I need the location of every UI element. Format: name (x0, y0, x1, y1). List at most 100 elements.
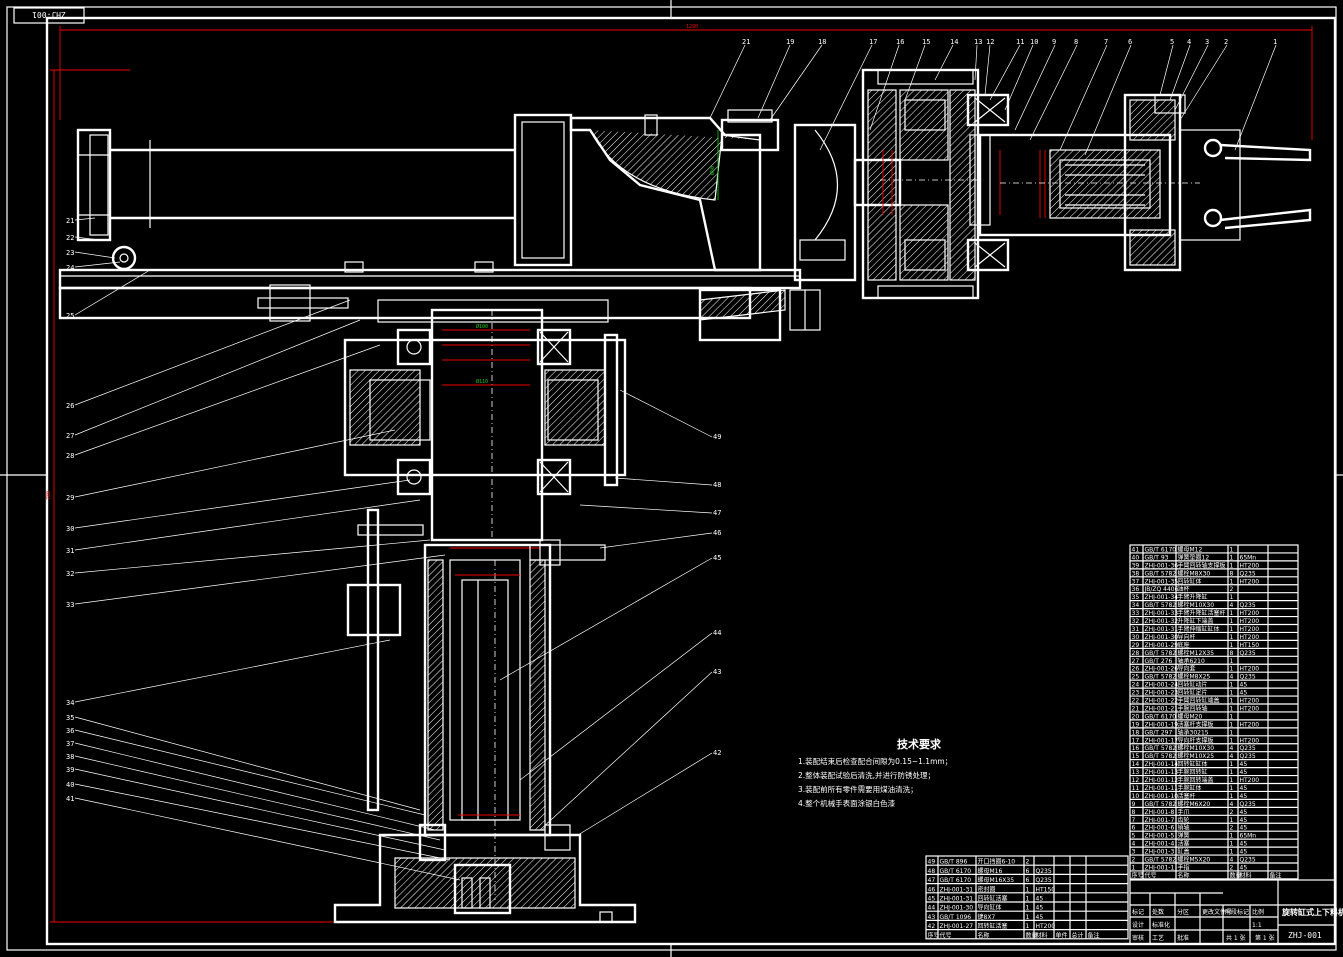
parts-cell: GB/T 5782 (1145, 753, 1177, 760)
balloon: 19 (786, 38, 794, 46)
parts-cell: 45 (1240, 690, 1248, 697)
parts-cell: Q235 (1240, 674, 1256, 681)
parts-cell: ZHJ-001-3 (1145, 849, 1175, 856)
parts-cell: ZHJ-001-17 (1145, 737, 1179, 744)
parts-cell: 43 (928, 914, 936, 921)
parts-cell: ZHJ-001-11 (1145, 785, 1179, 792)
balloon: 37 (66, 740, 74, 748)
parts-cell: 2 (1132, 857, 1136, 864)
balloon: 41 (66, 795, 74, 803)
balloon: 47 (713, 509, 721, 517)
parts-cell: 弹簧 (1178, 832, 1190, 840)
balloon: 22 (66, 234, 74, 242)
parts-cell: ZHJ-001-32 (1145, 618, 1179, 625)
balloon: 31 (66, 547, 74, 555)
parts-cell: 45 (1240, 825, 1248, 832)
parts-cell: ZHJ-001-10 (1145, 793, 1179, 800)
parts-cell: 1 (1230, 634, 1234, 641)
parts-cell: 32 (1132, 618, 1140, 625)
svg-text:分区: 分区 (1177, 908, 1189, 916)
parts-cell: 导向杆 (1178, 633, 1196, 641)
parts-cell: ZHJ-001-31 (1145, 626, 1179, 633)
parts-cell: 45 (1240, 864, 1248, 871)
parts-cell: 15 (1132, 753, 1140, 760)
balloon: 16 (896, 38, 904, 46)
parts-cell: 螺栓M10X30 (1178, 601, 1215, 609)
balloon: 39 (66, 766, 74, 774)
parts-cell: 密封圈 (978, 885, 996, 893)
parts-cell: 33 (1132, 610, 1140, 617)
parts-cell: 手指 (1178, 863, 1190, 871)
balloon: 9 (1052, 38, 1056, 46)
svg-text:审核: 审核 (1132, 934, 1144, 942)
svg-text:批准: 批准 (1177, 934, 1189, 942)
overall-width-dim: 1290 (686, 24, 698, 30)
parts-cell: 38 (1132, 570, 1140, 577)
balloon: 25 (66, 312, 74, 320)
right-balloons: 49 48 47 46 45 44 43 42 (713, 433, 721, 757)
parts-cell: 2 (1230, 809, 1234, 816)
parts-cell: 1 (1026, 886, 1030, 893)
parts-cell: 1 (1230, 777, 1234, 784)
parts-cell: 1 (1026, 905, 1030, 912)
svg-text:处数: 处数 (1152, 908, 1164, 916)
parts-cell: HT200 (1240, 666, 1260, 673)
parts-cell: 1 (1230, 761, 1234, 768)
parts-cell: 开口挡圈6-10 (978, 858, 1016, 866)
parts-cell: HT150 (1036, 886, 1056, 893)
parts-cell: ZHJ-001-8 (1145, 809, 1175, 816)
parts-cell: 4 (1132, 841, 1136, 848)
balloon: 49 (713, 433, 721, 441)
balloon: 46 (713, 529, 721, 537)
tech-item: 1.装配结束后检查配合间隙为0.15~1.1mm； (798, 756, 952, 766)
parts-cell: 30 (1132, 634, 1140, 641)
parts-cell: 1 (1230, 705, 1234, 712)
parts-cell: 手爪 (1178, 808, 1190, 816)
parts-cell: 螺栓M10X25 (1178, 752, 1215, 760)
parts-cell: 21 (1132, 705, 1140, 712)
parts-cell: HT200 (1240, 578, 1260, 585)
title-block: 标记 处数 分区 更改文件号 设计 标准化 阶段标记 比例 审核 工艺 批准 1… (1129, 879, 1343, 945)
drawing-title: 旋转缸式上下料机械手 (1281, 907, 1343, 917)
parts-cell: 4 (1230, 602, 1234, 609)
parts-cell: 螺栓M5X20 (1178, 856, 1211, 864)
parts-cell: 活塞杆 (1178, 792, 1196, 800)
parts-cell: 18 (1132, 729, 1140, 736)
balloon: 10 (1030, 38, 1038, 46)
parts-cell: 1 (1230, 713, 1234, 720)
parts-cell: 45 (1240, 849, 1248, 856)
svg-text:标准化: 标准化 (1152, 921, 1170, 929)
parts-cell: Q235 (1240, 602, 1256, 609)
parts-cell: 17 (1132, 737, 1140, 744)
parts-cell: 4 (1230, 801, 1234, 808)
parts-cell: 回转缸活塞 (978, 895, 1008, 903)
parts-cell: 缸盖 (1178, 848, 1190, 856)
parts-cell: GB/T 1096 (940, 914, 972, 921)
parts-cell: 37 (1132, 578, 1140, 585)
parts-header-cell: 数量 (1026, 931, 1038, 939)
parts-cell: 回转缸缸体 (1178, 760, 1208, 768)
parts-cell: 8 (1132, 809, 1136, 816)
parts-cell: 螺母M20 (1178, 712, 1203, 720)
parts-cell: 弹簧垫圈12 (1178, 553, 1210, 561)
svg-text:Ø110: Ø110 (476, 378, 488, 385)
balloon: 8 (1074, 38, 1078, 46)
arm-base-beam (58, 268, 802, 290)
balloon: 21 (742, 38, 750, 46)
rotary-cylinder-housing (343, 338, 627, 477)
parts-cell: 1 (1230, 690, 1234, 697)
